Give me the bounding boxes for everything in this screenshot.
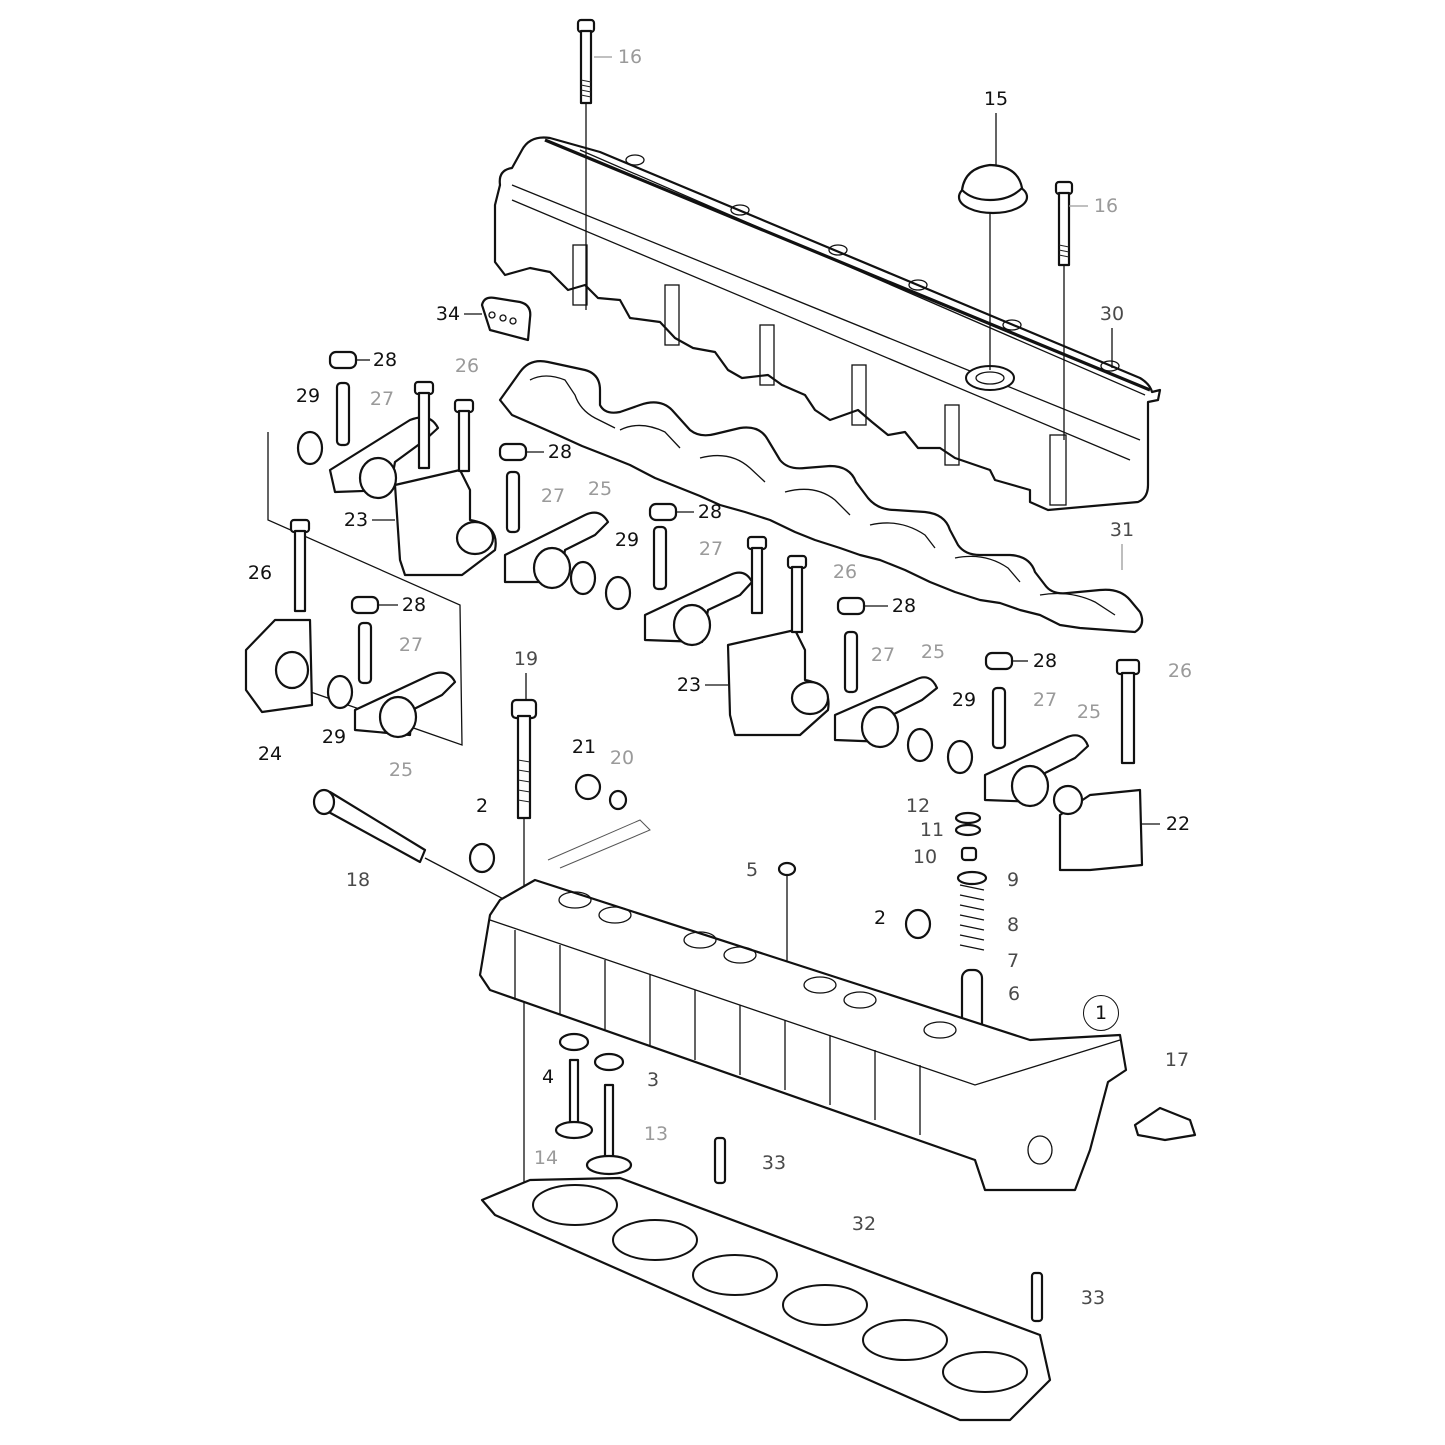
lifting-eye	[1133, 1106, 1197, 1142]
callout-oil-filler-cap: 15	[983, 88, 1009, 110]
callout-valve-cover-bolt: 16	[1093, 195, 1119, 217]
callout-rocker-arm: 25	[587, 478, 613, 500]
valve-train	[777, 811, 988, 1040]
callout-exhaust-valve: 13	[643, 1123, 669, 1145]
callout-cylinder-head-bolt: 19	[513, 648, 539, 670]
callout-lock-nut: 28	[401, 594, 427, 616]
callout-spring: 29	[321, 726, 347, 748]
callout-spring-retainer: 9	[1006, 869, 1020, 891]
callout-rocker-arm-bracket: 24	[257, 743, 283, 765]
callout-valve-spring: 8	[1006, 914, 1020, 936]
callout-valve-stem-seal: 3	[646, 1069, 660, 1091]
rocker-parts	[244, 350, 1144, 872]
breather-cover	[480, 296, 532, 342]
callout-rocker-arm: 25	[388, 759, 414, 781]
callout-plug: 21	[571, 736, 597, 758]
callout-rocker-arm-bracket: 22	[1165, 813, 1191, 835]
callout-adjusting-screw: 27	[540, 485, 566, 507]
valve-cover	[493, 136, 1162, 512]
callout-inlet-valve: 14	[533, 1147, 559, 1169]
callout-spring: 29	[295, 385, 321, 407]
callout-rocker-arm-bracket: 23	[343, 509, 369, 531]
callout-valve-cap: 12	[905, 795, 931, 817]
callout-valve-cap: 11	[919, 819, 945, 841]
callout-bolt: 26	[832, 561, 858, 583]
callout-bolt: 26	[454, 355, 480, 377]
callout-breather-cover: 34	[435, 303, 461, 325]
callout-adjusting-screw: 27	[1032, 689, 1058, 711]
callout-valve-cover-bolt: 16	[617, 46, 643, 68]
callout-adjusting-screw: 27	[870, 644, 896, 666]
cylinder-head	[478, 878, 1128, 1192]
callout-valve-cover-gasket: 31	[1109, 519, 1135, 541]
callout-lock-nut: 28	[891, 595, 917, 617]
callout-bolt: 26	[1167, 660, 1193, 682]
callout-valve-guide: 6	[1007, 983, 1021, 1005]
callout-stud: 18	[345, 869, 371, 891]
head-bolt-and-studs	[312, 698, 932, 1190]
leader-lines	[357, 56, 1160, 825]
callout-cylinder-head-gasket: 32	[851, 1213, 877, 1235]
callout-bolt: 26	[247, 562, 273, 584]
oil-filler-cap	[957, 163, 1029, 370]
callout-adjusting-screw: 27	[698, 538, 724, 560]
callout-lock-nut: 28	[1032, 650, 1058, 672]
callout-valve-spring-seat: 7	[1006, 950, 1020, 972]
valve-cover-gasket	[498, 360, 1144, 634]
callout-rocker-arm: 25	[1076, 701, 1102, 723]
callout-expansion-plug: 2	[475, 795, 489, 817]
valve-cover-bolt-left	[576, 18, 596, 310]
valve-cover-bolt-right	[1054, 180, 1074, 440]
callout-adjusting-screw: 27	[369, 388, 395, 410]
callout-expansion-plug: 2	[873, 907, 887, 929]
callout-rocker-arm: 25	[920, 641, 946, 663]
callout-lifting-eye: 17	[1164, 1049, 1190, 1071]
callout-washer: 20	[609, 747, 635, 769]
callout-rocker-arm-bracket: 23	[676, 674, 702, 696]
callout-valve-stem-seal: 4	[541, 1066, 555, 1088]
callout-lock-nut: 28	[697, 501, 723, 523]
callout-cylinder-head: 1	[1083, 995, 1119, 1031]
cylinder-head-gasket	[480, 1176, 1052, 1422]
callout-adjusting-screw: 27	[398, 634, 424, 656]
callout-valve-collet: 10	[912, 846, 938, 868]
callout-plug: 5	[745, 859, 759, 881]
callout-lock-nut: 28	[372, 349, 398, 371]
callout-guide-pin: 33	[761, 1152, 787, 1174]
callout-valve-cover: 30	[1099, 303, 1125, 325]
callout-spring: 29	[951, 689, 977, 711]
callout-guide-pin: 33	[1080, 1287, 1106, 1309]
callout-lock-nut: 28	[547, 441, 573, 463]
callout-spring: 29	[614, 529, 640, 551]
valves	[554, 1032, 1044, 1323]
